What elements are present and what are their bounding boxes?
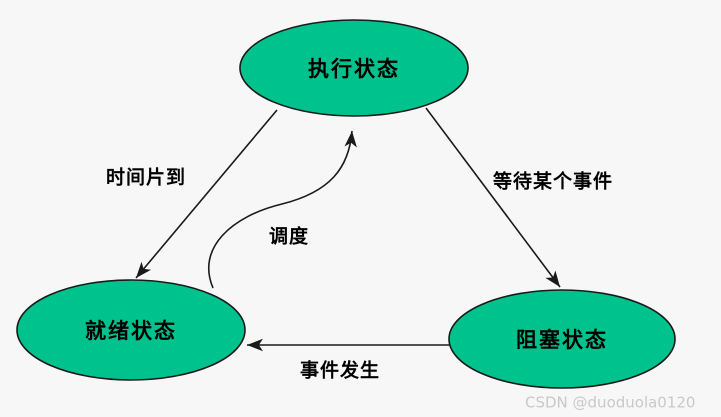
- node-running[interactable]: 执行状态: [239, 19, 469, 117]
- node-ready-label: 就绪状态: [85, 319, 177, 343]
- edge-ready-to-running[interactable]: [207, 130, 357, 289]
- edge-group: [135, 107, 561, 352]
- node-running-shape: [239, 19, 469, 117]
- node-ready[interactable]: 就绪状态: [16, 279, 246, 381]
- node-blocked[interactable]: 阻塞状态: [448, 289, 676, 389]
- edge-label-dispatch: 调度: [269, 225, 309, 248]
- node-group: 执行状态 就绪状态 阻塞状态: [16, 19, 676, 389]
- edge-running-to-blocked-line: [425, 107, 561, 288]
- node-ready-shape: [16, 279, 246, 381]
- edge-running-to-ready[interactable]: [135, 109, 278, 279]
- edge-running-to-ready-line: [135, 109, 278, 279]
- edge-label-wait-for-event: 等待某个事件: [492, 170, 613, 193]
- csdn-watermark: CSDN @duoduola0120: [525, 394, 695, 412]
- edge-label-group: 时间片到 调度 等待某个事件 事件发生: [106, 166, 613, 382]
- edge-running-to-blocked[interactable]: [425, 107, 561, 288]
- edge-ready-to-running-curve: [207, 130, 357, 289]
- node-blocked-shape: [448, 289, 676, 389]
- node-running-label: 执行状态: [308, 57, 400, 81]
- node-blocked-label: 阻塞状态: [516, 328, 608, 352]
- edge-label-time-slice-expired: 时间片到: [106, 166, 186, 189]
- edge-label-event-occurs: 事件发生: [300, 359, 380, 382]
